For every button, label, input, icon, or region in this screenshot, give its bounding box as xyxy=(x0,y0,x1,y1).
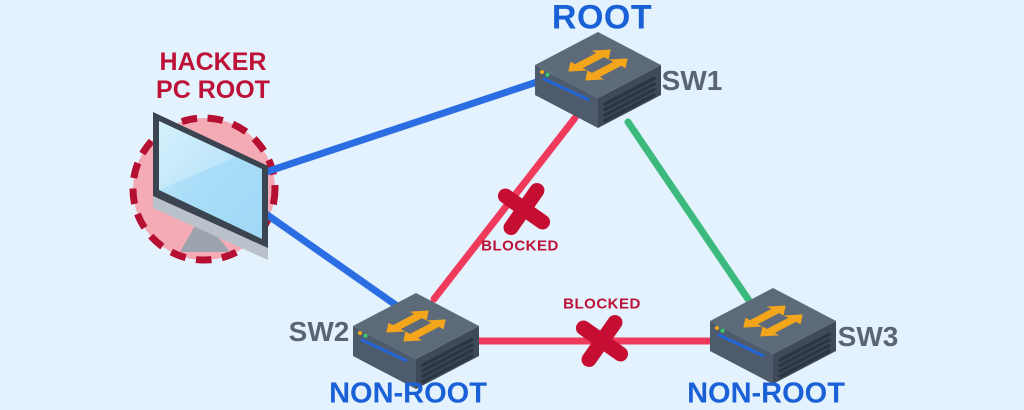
hacker-pc-label: HACKER PC ROOT xyxy=(156,48,270,104)
switch-sw3 xyxy=(708,286,838,386)
root-label: ROOT xyxy=(551,0,653,37)
sw1-label: SW1 xyxy=(661,65,723,96)
sw2-label: SW2 xyxy=(288,316,350,347)
sw3-label: SW3 xyxy=(837,321,899,352)
blocked-label-sw1-sw2: BLOCKED xyxy=(481,237,559,255)
switch-sw2 xyxy=(351,291,481,391)
sw2-role-label: NON-ROOT xyxy=(329,377,487,410)
sw3-role-label: NON-ROOT xyxy=(687,377,845,410)
hacker-pc-label-line1: HACKER xyxy=(159,48,267,76)
blocked-x-sw1-sw2 xyxy=(505,190,542,227)
link-sw1-sw2-blocked xyxy=(430,114,579,303)
blocked-x-sw2-sw3 xyxy=(583,322,620,359)
link-pc-sw2 xyxy=(262,210,404,312)
hacker-pc-label-line2: PC ROOT xyxy=(156,76,270,104)
blocked-label-sw2-sw3: BLOCKED xyxy=(563,295,641,313)
link-pc-sw1 xyxy=(262,75,550,176)
link-sw1-sw3 xyxy=(624,118,754,306)
hacker-pc-monitor xyxy=(153,112,268,260)
switch-sw1 xyxy=(533,30,663,130)
